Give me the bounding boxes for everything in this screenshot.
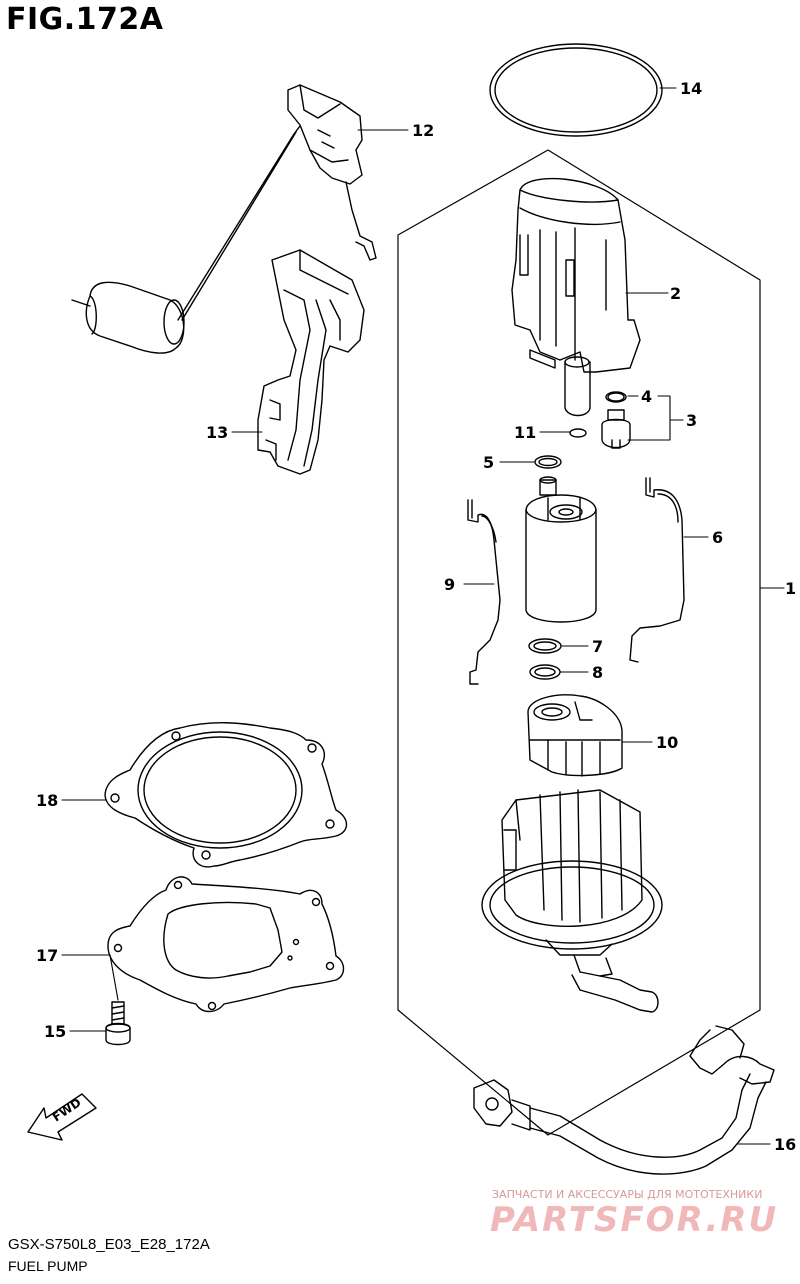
fuel-sender-part-12 <box>71 84 377 354</box>
callout-8: 8 <box>592 663 603 682</box>
leader-lines <box>61 87 785 1145</box>
callout-labels: 1 2 3 4 5 6 7 8 9 10 11 12 13 14 15 16 1… <box>36 79 796 1154</box>
fuel-hose-part-16 <box>473 1025 775 1175</box>
o-ring-part-4 <box>605 391 627 403</box>
callout-7: 7 <box>592 637 603 656</box>
callout-14: 14 <box>680 79 702 98</box>
figure-code: GSX-S750L8_E03_E28_172A <box>8 1236 210 1253</box>
wire-harness-part-6-inner <box>649 477 679 523</box>
o-ring-part-14 <box>489 43 663 137</box>
callout-6: 6 <box>712 528 723 547</box>
regulator-part-3 <box>601 392 631 449</box>
plate-part-17 <box>107 876 345 1013</box>
pump-housing-part-2 <box>511 177 641 417</box>
callout-10: 10 <box>656 733 678 752</box>
callout-17: 17 <box>36 946 58 965</box>
watermark-tagline: ЗАПЧАСТИ И АКСЕССУАРЫ ДЛЯ МОТОТЕХНИКИ <box>492 1188 763 1201</box>
callout-13: 13 <box>206 423 228 442</box>
bracket-part-13 <box>257 249 365 475</box>
callout-15: 15 <box>44 1022 66 1041</box>
fuel-pump-motor <box>525 476 597 623</box>
figure-name: FUEL PUMP <box>8 1258 88 1274</box>
callout-18: 18 <box>36 791 58 810</box>
wire-harness-part-9 <box>467 499 501 685</box>
pump-lower-housing <box>481 789 663 1013</box>
bolt-part-15 <box>105 1001 131 1046</box>
wire-harness-part-6 <box>629 477 685 663</box>
watermark-brand: PARTSFOR.RU <box>490 1200 779 1240</box>
gasket-part-18 <box>104 722 348 868</box>
fwd-arrow-icon: FWD <box>27 1093 97 1141</box>
o-ring-part-5 <box>534 455 562 469</box>
filter-cap-part-10 <box>527 694 623 777</box>
figure-title: FIG.172A <box>6 2 164 37</box>
callout-16: 16 <box>774 1135 796 1154</box>
callout-9: 9 <box>444 575 455 594</box>
callout-4: 4 <box>641 387 652 406</box>
wire-harness-part-9-inner <box>471 499 497 543</box>
o-ring-part-8 <box>529 664 561 680</box>
o-ring-part-11 <box>569 428 587 438</box>
o-ring-part-7 <box>528 638 562 654</box>
callout-3: 3 <box>686 411 697 430</box>
callout-5: 5 <box>483 453 494 472</box>
callout-11: 11 <box>514 423 536 442</box>
callout-12: 12 <box>412 121 434 140</box>
callout-1: 1 <box>785 579 796 598</box>
callout-2: 2 <box>670 284 681 303</box>
assembly-outline <box>397 149 761 1136</box>
